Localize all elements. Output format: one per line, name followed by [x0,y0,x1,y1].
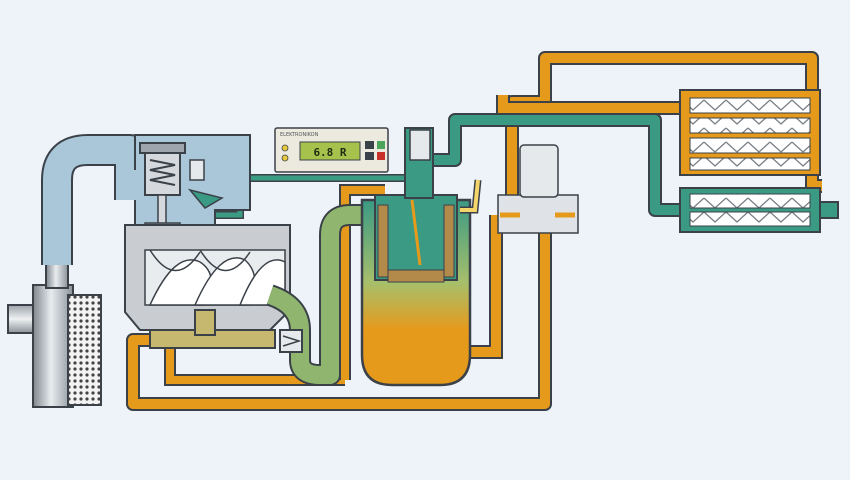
controller-led-icon [281,154,289,162]
screw-element-icon [124,224,291,349]
controller-button[interactable] [365,152,374,160]
controller-display-value: 6.8 R [313,146,346,159]
air-cooler-icon [679,187,839,233]
controller-display [299,141,361,161]
thermostat-icon [497,144,579,234]
inlet-valve-icon [120,134,251,231]
oil-separator-icon [360,127,482,387]
oil-air-discharge-pipe [266,204,385,386]
controller-led-icon [281,144,289,152]
start-button[interactable] [377,141,385,149]
controller-button[interactable] [365,141,374,149]
air-filter-icon [7,261,102,408]
controller-brand: ELEKTRONIKON [280,132,319,138]
stop-button[interactable] [377,152,385,160]
oil-cooler-icon [679,89,821,176]
controller-icon: ELEKTRONIKON 6.8 R [274,127,389,173]
air-intake-duct [41,134,146,265]
